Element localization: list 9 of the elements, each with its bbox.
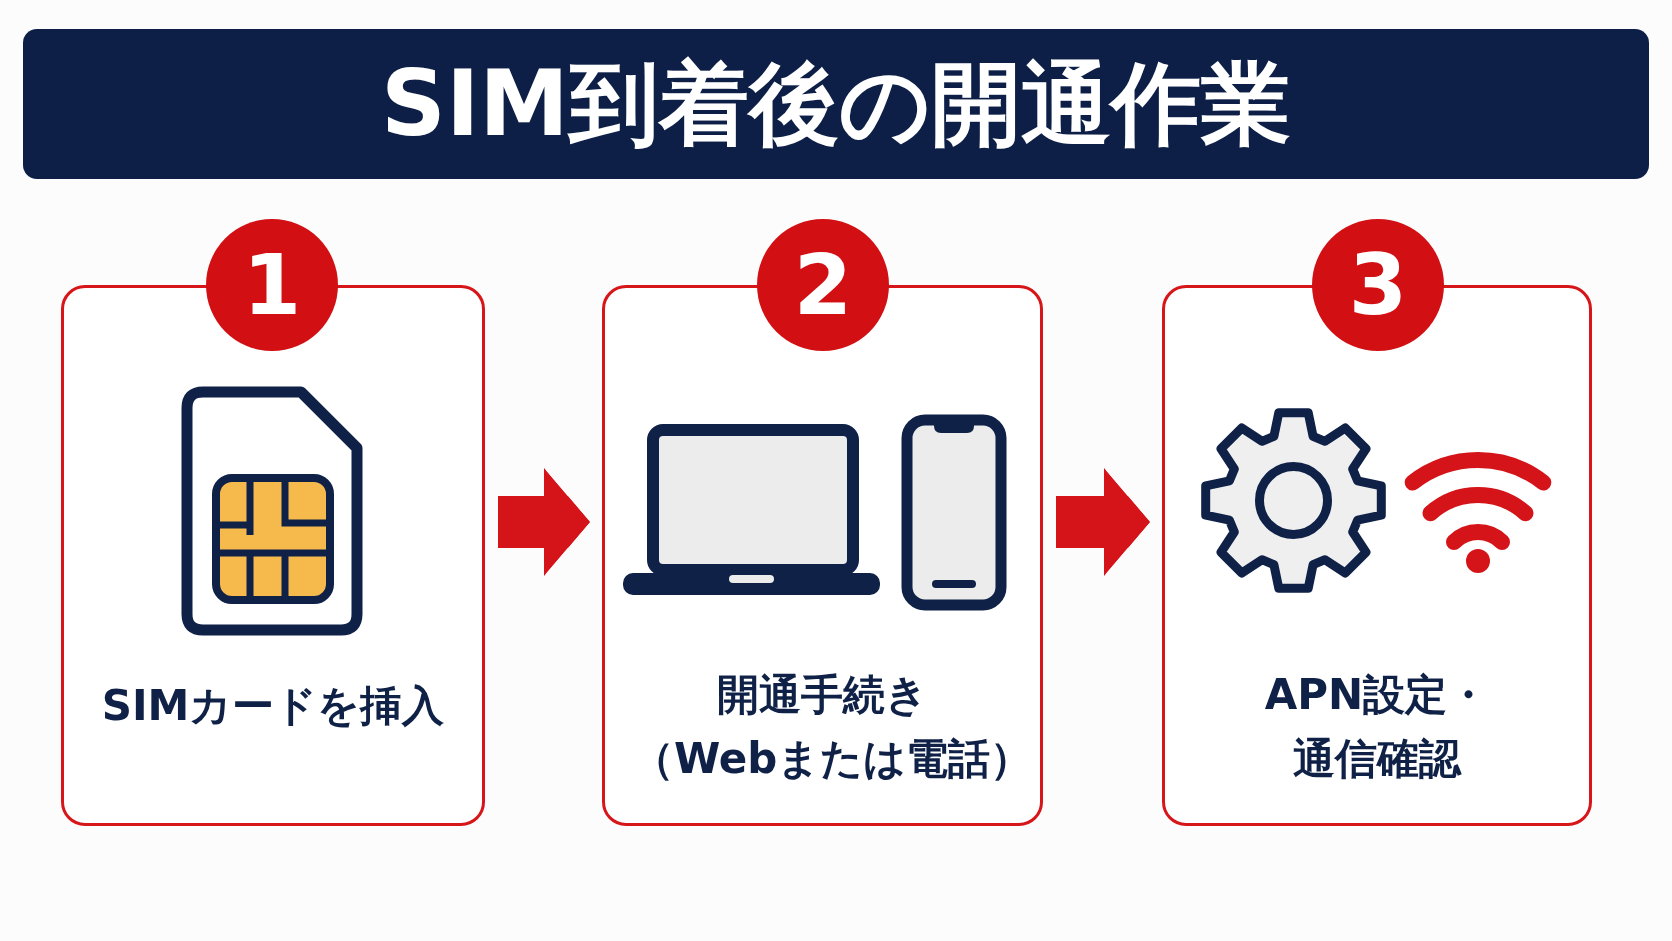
step-number-badge: 1 [206,219,338,351]
step-number-badge: 2 [757,219,889,351]
step-label: APN設定・通信確認 [1264,669,1490,785]
arrow [498,468,590,576]
step-label: 開通手続き（Webまたは電話） [632,669,1013,785]
title-text: SIM到着後の開通作業 [381,52,1291,156]
step-number-badge: 3 [1312,219,1444,351]
arrow [1056,468,1150,576]
step-label: SIMカードを挿入 [101,680,445,732]
